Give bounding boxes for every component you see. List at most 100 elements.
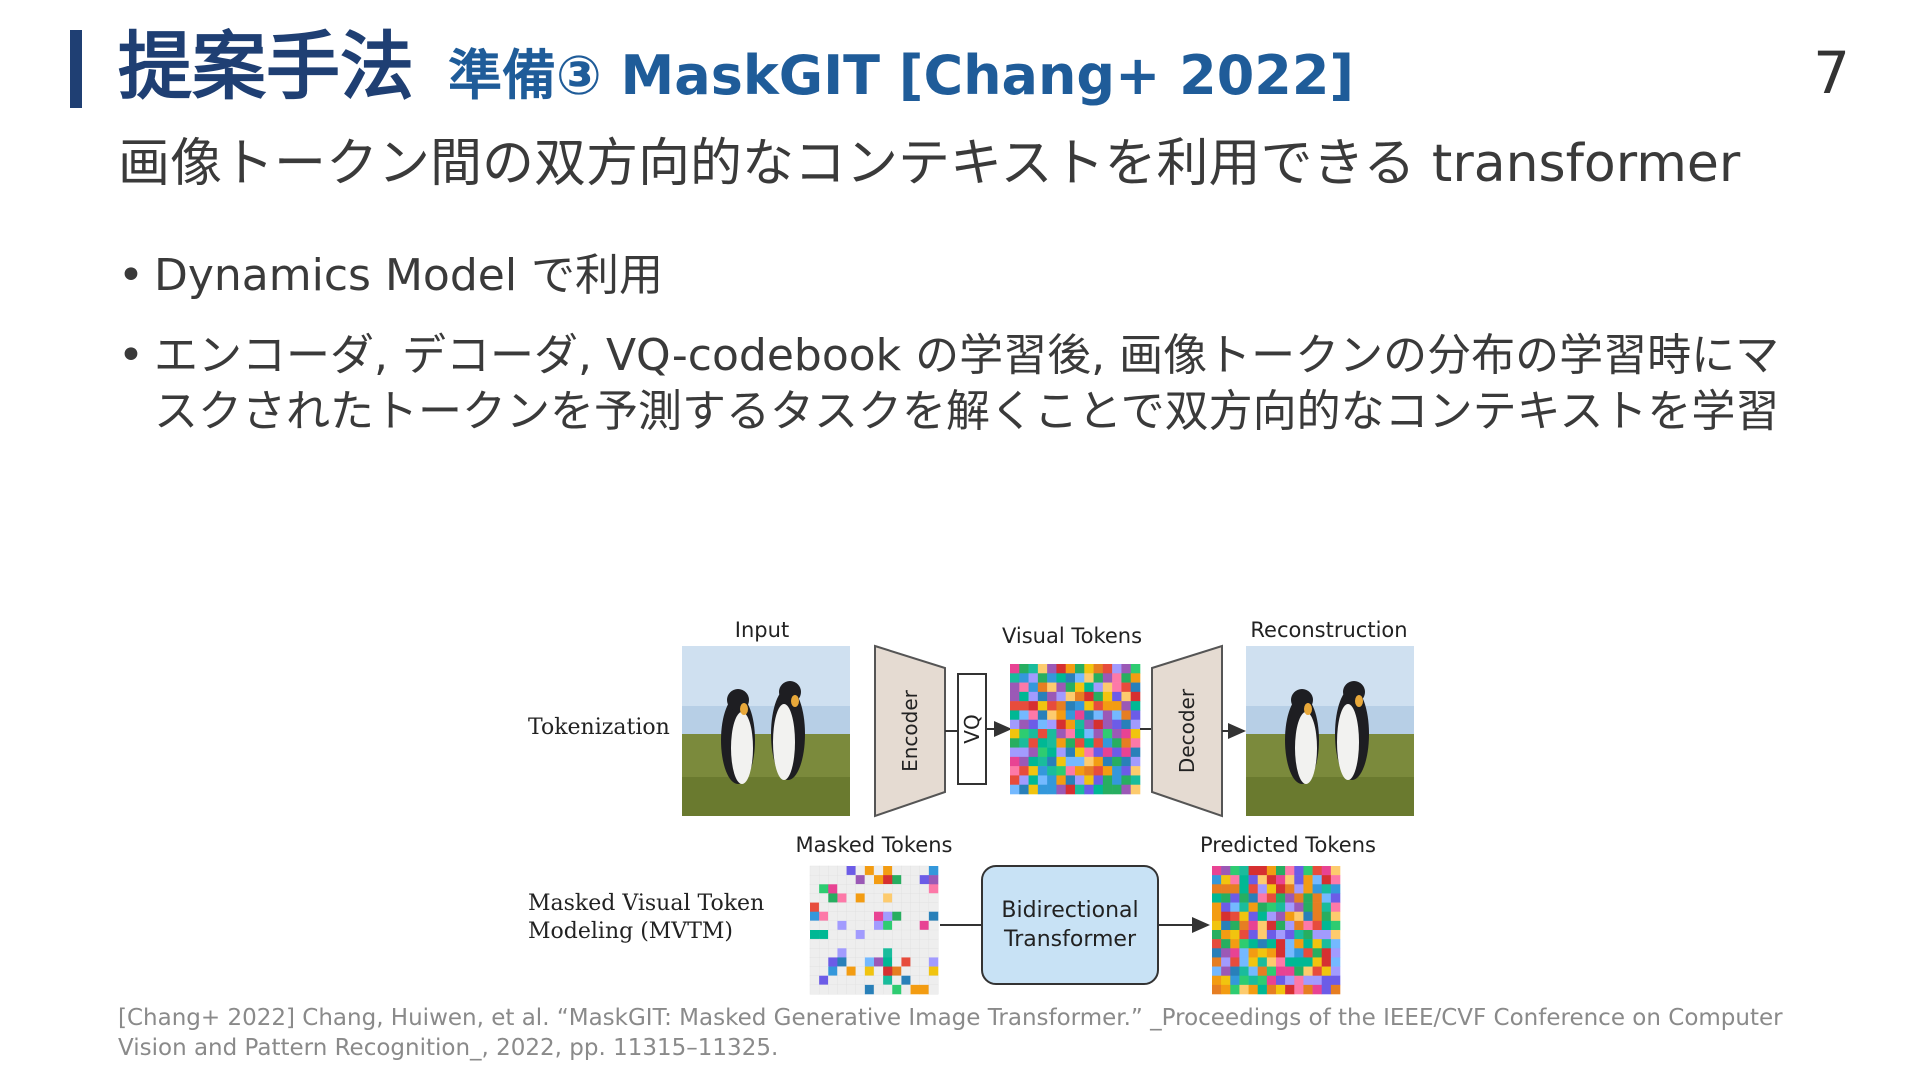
token-cell [1121, 710, 1132, 721]
token-cell [1230, 920, 1240, 931]
token-cell [1075, 710, 1085, 721]
token-cell [1321, 866, 1332, 876]
token-cell [882, 902, 893, 913]
token-cell [1330, 920, 1341, 931]
token-cell [1112, 784, 1122, 795]
token-cell [837, 902, 848, 913]
token-cell [1121, 784, 1132, 795]
token-cell [1019, 729, 1029, 739]
token-cell [1212, 920, 1222, 931]
token-cell [901, 929, 912, 940]
token-cell [846, 938, 857, 949]
token-cell [910, 984, 921, 995]
token-cell [928, 984, 939, 995]
token-cell [928, 966, 939, 977]
token-cell [1028, 673, 1039, 683]
token-cell [1037, 701, 1048, 711]
token-cell [1285, 966, 1295, 977]
token-cell [864, 957, 875, 967]
token-cell [1239, 948, 1249, 958]
token-cell [1212, 984, 1222, 995]
input-penguin-image [682, 646, 850, 816]
token-cell [1330, 948, 1341, 958]
token-cell [1285, 920, 1295, 931]
row-label-mvtm-1: Masked Visual Token [528, 891, 764, 916]
token-cell [1047, 691, 1057, 702]
token-cell [1330, 893, 1341, 903]
token-cell [1230, 893, 1240, 903]
token-cell [919, 920, 930, 931]
token-cell [1285, 866, 1295, 876]
token-cell [1276, 966, 1286, 977]
token-cell [1303, 875, 1313, 885]
token-cell [1112, 756, 1122, 767]
token-cell [892, 875, 902, 885]
token-cell [1230, 866, 1240, 876]
token-cell [901, 975, 911, 986]
token-cell [1121, 719, 1132, 730]
row-label-tokenization: Tokenization [528, 715, 670, 740]
token-cell [810, 911, 820, 922]
token-cell [1221, 930, 1231, 940]
token-cell [1257, 884, 1268, 894]
token-cell [1276, 902, 1286, 913]
token-cell [855, 966, 866, 977]
token-cell [864, 975, 875, 986]
token-cell [855, 920, 866, 931]
token-cell [809, 966, 820, 977]
token-cell [1065, 747, 1076, 758]
token-cell [1102, 710, 1113, 721]
token-cell [1312, 911, 1323, 922]
vq-block [957, 673, 987, 785]
token-cell [1294, 902, 1304, 913]
citation: [Chang+ 2022] Chang, Huiwen, et al. “Mas… [118, 1005, 1783, 1061]
token-cell [1312, 875, 1323, 885]
token-cell [1257, 866, 1268, 876]
token-cell [1056, 756, 1067, 767]
token-cell [1312, 957, 1323, 967]
token-cell [1321, 975, 1332, 986]
token-cell [1330, 866, 1341, 876]
token-cell [1093, 756, 1104, 767]
token-cell [1294, 948, 1304, 958]
token-cell [864, 929, 875, 940]
token-cell [1221, 902, 1231, 913]
bullet-list: • Dynamics Model で利用 • エンコーダ, デコーダ, VQ-c… [118, 248, 1818, 464]
token-cell [1084, 738, 1094, 748]
token-cell [846, 893, 857, 904]
token-cell [1112, 729, 1122, 739]
token-cell [1312, 884, 1323, 894]
token-cell [1112, 691, 1122, 702]
token-cell [1019, 664, 1029, 674]
token-cell [1121, 682, 1132, 693]
token-cell [828, 893, 838, 903]
token-cell [1303, 884, 1313, 894]
bullet-text: Dynamics Model で利用 [154, 250, 664, 301]
token-cell [1028, 784, 1039, 795]
token-cell [1010, 766, 1020, 776]
token-cell [1056, 738, 1067, 748]
token-cell [1084, 784, 1094, 795]
token-cell [837, 865, 848, 876]
token-cell [883, 875, 893, 885]
token-cell [910, 957, 921, 968]
token-cell [1276, 866, 1286, 876]
token-cell [855, 865, 866, 876]
token-cell [892, 948, 902, 958]
token-cell [1112, 701, 1122, 711]
token-cell [883, 893, 893, 903]
token-cell [1130, 729, 1141, 739]
token-cell [1221, 920, 1231, 931]
token-cell [882, 938, 893, 949]
token-cell [1266, 975, 1277, 986]
token-cell [1248, 957, 1259, 967]
token-cell [1276, 875, 1286, 885]
token-cell [1102, 784, 1113, 795]
token-cell [1212, 939, 1222, 949]
token-cell [864, 893, 875, 904]
token-cell [882, 929, 893, 940]
token-cell [1075, 747, 1085, 758]
token-cell [928, 938, 939, 949]
token-cell [1130, 701, 1141, 711]
token-cell [1330, 902, 1341, 913]
